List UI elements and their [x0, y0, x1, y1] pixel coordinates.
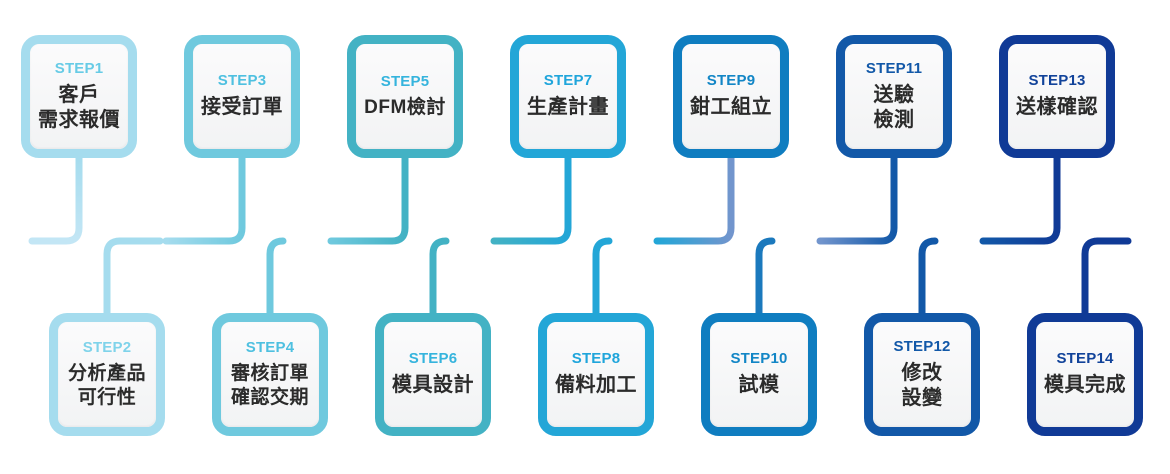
- node-step3-text: 接受訂單: [201, 96, 283, 119]
- node-step14-text: 模具完成: [1044, 374, 1126, 397]
- node-step5-step-label: STEP5: [380, 72, 430, 90]
- node-step10[interactable]: STEP10 試模: [701, 313, 817, 436]
- node-step6[interactable]: STEP6 模具設計: [375, 313, 491, 436]
- node-step11-text: 送驗 檢測: [873, 84, 915, 131]
- node-step8[interactable]: STEP8 備料加工: [538, 313, 654, 436]
- node-step9[interactable]: STEP9 鉗工組立: [673, 35, 789, 158]
- wire-step9-down: [653, 154, 735, 245]
- node-step1-inner: STEP1 客戶 需求報價: [30, 44, 128, 149]
- wire-step1-to-step2: [103, 237, 124, 320]
- node-step12-inner: STEP12 修改 設變: [873, 322, 971, 427]
- node-step9-inner: STEP9 鉗工組立: [682, 44, 780, 149]
- wire-step13-to-step14: [1081, 237, 1102, 320]
- node-step13-step-label: STEP13: [1028, 72, 1086, 90]
- node-step13-inner: STEP13 送樣確認: [1008, 44, 1106, 149]
- node-step8-step-label: STEP8: [571, 350, 621, 368]
- node-step11[interactable]: STEP11 送驗 檢測: [836, 35, 952, 158]
- node-step2[interactable]: STEP2 分析產品 可行性: [49, 313, 165, 436]
- wire-step5-to-step6: [429, 237, 450, 320]
- node-step4-text: 審核訂單 確認交期: [230, 363, 309, 408]
- node-step5[interactable]: STEP5 DFM檢討: [347, 35, 463, 158]
- wire-step9-to-step10: [755, 237, 776, 320]
- node-step2-inner: STEP2 分析產品 可行性: [58, 322, 156, 427]
- wire-step11-to-step12: [918, 237, 939, 320]
- wire-step13-down: [979, 154, 1061, 245]
- node-step4-inner: STEP4 審核訂單 確認交期: [221, 322, 319, 427]
- node-step2-text: 分析產品 可行性: [67, 363, 146, 408]
- node-step6-inner: STEP6 模具設計: [384, 322, 482, 427]
- wire-step11-down: [816, 154, 898, 245]
- node-step14[interactable]: STEP14 模具完成: [1027, 313, 1143, 436]
- node-step14-step-label: STEP14: [1056, 350, 1114, 368]
- node-step1-step-label: STEP1: [54, 60, 104, 78]
- wire-step7-down: [490, 154, 572, 245]
- node-step6-step-label: STEP6: [408, 350, 458, 368]
- node-step9-text: 鉗工組立: [690, 96, 772, 119]
- wire-step3-down: [162, 154, 246, 245]
- node-step7[interactable]: STEP7 生產計畫: [510, 35, 626, 158]
- node-step13[interactable]: STEP13 送樣確認: [999, 35, 1115, 158]
- node-step5-inner: STEP5 DFM檢討: [356, 44, 454, 149]
- node-step12[interactable]: STEP12 修改 設變: [864, 313, 980, 436]
- node-step7-step-label: STEP7: [543, 72, 593, 90]
- node-step8-text: 備料加工: [555, 374, 637, 397]
- node-step4[interactable]: STEP4 審核訂單 確認交期: [212, 313, 328, 436]
- node-step1[interactable]: STEP1 客戶 需求報價: [21, 35, 137, 158]
- node-step7-text: 生產計畫: [527, 96, 609, 119]
- wire-step5-down: [327, 154, 409, 245]
- wire-step7-to-step8: [592, 237, 613, 320]
- node-step4-step-label: STEP4: [245, 339, 295, 357]
- node-step14-inner: STEP14 模具完成: [1036, 322, 1134, 427]
- wire-step1-down: [28, 154, 83, 245]
- node-step3-step-label: STEP3: [217, 72, 267, 90]
- node-step3[interactable]: STEP3 接受訂單: [184, 35, 300, 158]
- node-step2-step-label: STEP2: [82, 339, 132, 357]
- node-step7-inner: STEP7 生產計畫: [519, 44, 617, 149]
- node-step10-step-label: STEP10: [730, 350, 788, 368]
- node-step13-text: 送樣確認: [1016, 96, 1098, 119]
- node-step9-step-label: STEP9: [706, 72, 756, 90]
- node-step1-text: 客戶 需求報價: [38, 84, 120, 131]
- node-step10-inner: STEP10 試模: [710, 322, 808, 427]
- node-step12-step-label: STEP12: [893, 338, 951, 356]
- wire-step3-to-step4: [266, 237, 287, 320]
- node-step12-text: 修改 設變: [901, 362, 943, 409]
- node-step10-text: 試模: [738, 374, 780, 397]
- node-step6-text: 模具設計: [392, 374, 474, 397]
- node-step11-step-label: STEP11: [865, 60, 923, 78]
- node-step3-inner: STEP3 接受訂單: [193, 44, 291, 149]
- node-step11-inner: STEP11 送驗 檢測: [845, 44, 943, 149]
- node-step8-inner: STEP8 備料加工: [547, 322, 645, 427]
- node-step5-text: DFM檢討: [364, 96, 446, 118]
